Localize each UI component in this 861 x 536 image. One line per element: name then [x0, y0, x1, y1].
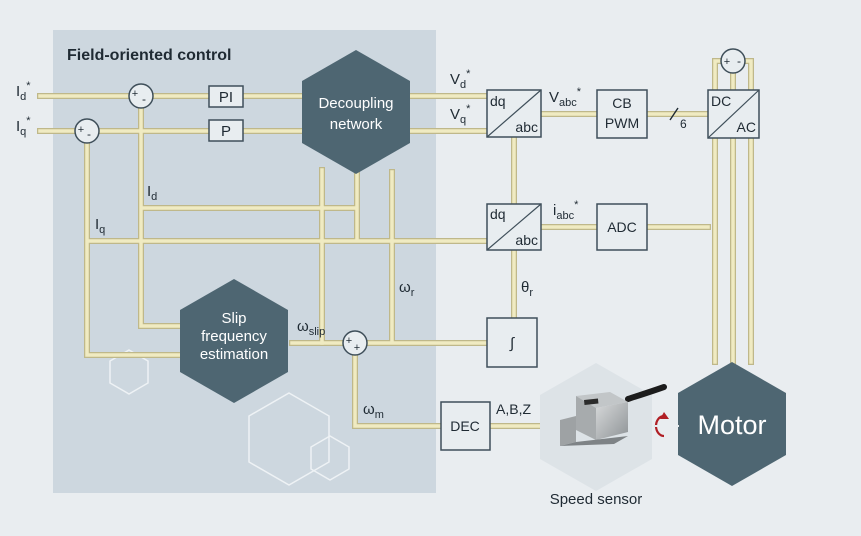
decoupling-line1: Decoupling	[318, 95, 393, 112]
sum-junction-dc: + -	[720, 48, 746, 74]
pi-controller: PI	[208, 85, 244, 108]
integrator-block: ∫	[486, 317, 538, 368]
dc-ac-inverter: DC AC	[707, 89, 760, 139]
phase-count-marker: 6	[669, 107, 687, 131]
label-id-ref: Id*	[16, 80, 31, 103]
label-iq-ref: Iq*	[16, 115, 31, 138]
adc-label: ADC	[607, 219, 637, 235]
label-vabc: Vabc*	[549, 86, 582, 109]
svg-text:+: +	[346, 335, 352, 347]
adc-block: ADC	[596, 203, 648, 251]
sum-junction-slip: + +	[342, 330, 368, 356]
sensor-cable	[625, 384, 667, 402]
abc-dq-bottom: abc	[515, 232, 538, 248]
abc-dq-top: dq	[490, 206, 506, 222]
label-omega-slip: ωslip	[297, 318, 325, 338]
slip-line3: estimation	[200, 346, 268, 363]
svg-text:-: -	[737, 54, 741, 68]
slip-line2: frequency	[201, 328, 267, 345]
phase-count: 6	[680, 117, 687, 131]
decoupling-network-block: Decoupling network	[302, 50, 410, 174]
abc-to-dq-transform: dq abc	[486, 203, 542, 251]
speed-sensor	[540, 363, 667, 491]
region-title: Field-oriented control	[67, 47, 231, 64]
cb-pwm-line1: CB	[612, 95, 631, 111]
dc-ac-bottom: AC	[737, 119, 756, 135]
svg-text:+: +	[132, 88, 138, 100]
slip-frequency-estimation-block: Slip frequency estimation	[180, 279, 288, 403]
svg-text:+: +	[724, 56, 730, 68]
signal-lines	[37, 58, 754, 429]
sum-junction-q: + -	[74, 118, 100, 144]
decorative-hexagons	[109, 349, 350, 486]
label-omega-m: ωm	[363, 401, 384, 421]
label-theta-r: θr	[521, 279, 533, 299]
p-label: P	[221, 123, 231, 140]
label-vd: Vd*	[450, 68, 471, 91]
label-vq: Vq*	[450, 103, 471, 126]
motor-label: Motor	[697, 410, 766, 440]
dq-to-abc-transform: dq abc	[486, 89, 542, 138]
svg-text:-: -	[87, 127, 91, 141]
rotation-arrow-icon	[654, 412, 679, 438]
svg-text:+: +	[78, 124, 84, 136]
dec-label: DEC	[450, 418, 480, 434]
speed-sensor-label: Speed sensor	[550, 491, 643, 508]
integrator-label: ∫	[509, 335, 516, 352]
pi-label: PI	[219, 89, 233, 106]
label-id: Id	[147, 183, 157, 203]
sum-junction-d: + -	[128, 83, 154, 109]
decoupling-line2: network	[330, 116, 383, 133]
dq-abc-top: dq	[490, 93, 506, 109]
dq-abc-bottom: abc	[515, 119, 538, 135]
label-iabc: iabc*	[553, 199, 579, 222]
slip-line1: Slip	[221, 310, 246, 327]
dec-block: DEC	[440, 401, 491, 451]
svg-text:+: +	[354, 342, 360, 354]
label-omega-r: ωr	[399, 279, 415, 299]
svg-text:-: -	[142, 92, 146, 106]
dc-ac-top: DC	[711, 93, 731, 109]
p-controller: P	[208, 119, 244, 142]
label-iq: Iq	[95, 216, 105, 236]
motor-block: Motor	[678, 362, 786, 486]
cb-pwm-block: CB PWM	[596, 89, 648, 139]
label-encoder: A,B,Z	[496, 401, 531, 417]
cb-pwm-line2: PWM	[605, 115, 639, 131]
